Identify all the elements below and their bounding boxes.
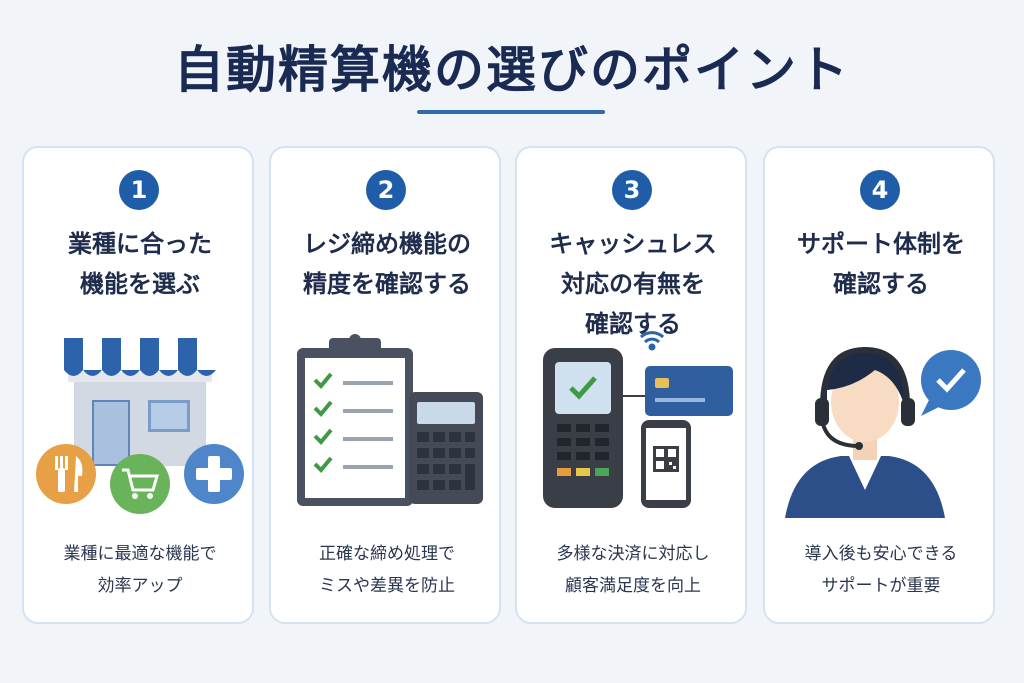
description-line: ミスや差異を防止 bbox=[319, 576, 455, 596]
step-number-badge: 3 bbox=[612, 170, 652, 210]
restaurant-icon bbox=[36, 444, 96, 504]
medical-cross-icon bbox=[184, 444, 244, 504]
heading-line: 確認する bbox=[585, 310, 681, 338]
heading-line: 対応の有無を bbox=[561, 270, 705, 298]
payment-terminal-icon bbox=[543, 331, 733, 508]
description-line: 導入後も安心できる bbox=[804, 544, 958, 564]
step-number-badge: 1 bbox=[119, 170, 159, 210]
shopping-cart-icon bbox=[110, 454, 170, 514]
check-speech-bubble-icon bbox=[921, 350, 981, 416]
point-card-1: 1 業種に合った 機能を選ぶ bbox=[22, 146, 254, 624]
card-description: 正確な締め処理で ミスや差異を防止 bbox=[277, 538, 497, 602]
credit-card-icon bbox=[645, 366, 733, 416]
support-operator-icon bbox=[785, 346, 981, 518]
card-heading: 業種に合った 機能を選ぶ bbox=[30, 224, 250, 304]
card-heading: キャッシュレス 対応の有無を 確認する bbox=[523, 224, 743, 344]
description-line: 効率アップ bbox=[97, 576, 183, 596]
wireless-icon bbox=[639, 331, 665, 351]
store-icon bbox=[36, 338, 244, 514]
card-description: 業種に最適な機能で 効率アップ bbox=[30, 538, 250, 602]
title-underline bbox=[417, 110, 605, 114]
checklist-clipboard-icon bbox=[297, 334, 483, 506]
heading-line: 機能を選ぶ bbox=[80, 270, 200, 298]
point-card-3: 3 キャッシュレス 対応の有無を 確認する bbox=[515, 146, 747, 624]
point-card-4: 4 サポート体制を 確認する 導入後も安心できる サポートが重要 bbox=[763, 146, 995, 624]
card-description: 多様な決済に対応し 顧客満足度を向上 bbox=[523, 538, 743, 602]
description-line: 業種に最適な機能で bbox=[63, 544, 217, 564]
heading-line: レジ締め機能の bbox=[303, 230, 471, 258]
smartphone-qr-icon bbox=[641, 420, 691, 508]
card-description: 導入後も安心できる サポートが重要 bbox=[771, 538, 991, 602]
heading-line: 精度を確認する bbox=[303, 270, 471, 298]
step-number-badge: 4 bbox=[860, 170, 900, 210]
description-line: サポートが重要 bbox=[821, 576, 941, 596]
description-line: 顧客満足度を向上 bbox=[565, 576, 701, 596]
heading-line: キャッシュレス bbox=[549, 230, 717, 258]
description-line: 正確な締め処理で bbox=[319, 544, 455, 564]
calculator-icon bbox=[409, 392, 483, 504]
description-line: 多様な決済に対応し bbox=[556, 544, 710, 564]
page-title: 自動精算機の選びのポイント bbox=[174, 41, 850, 99]
heading-line: サポート体制を bbox=[797, 230, 965, 258]
card-heading: レジ締め機能の 精度を確認する bbox=[277, 224, 497, 304]
card-heading: サポート体制を 確認する bbox=[771, 224, 991, 304]
step-number-badge: 2 bbox=[366, 170, 406, 210]
heading-line: 確認する bbox=[833, 270, 929, 298]
point-card-2: 2 レジ締め機能の 精度を確認する bbox=[269, 146, 501, 624]
heading-line: 業種に合った bbox=[68, 230, 212, 258]
